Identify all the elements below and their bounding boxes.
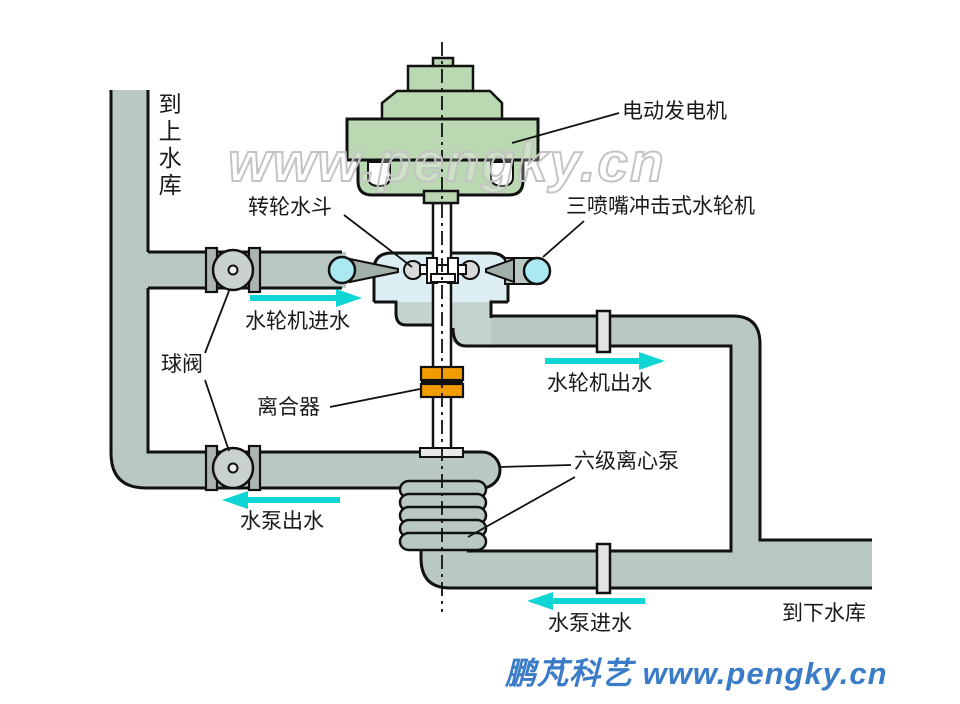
ball-valve-lower	[204, 444, 262, 492]
leader-pump-coils	[467, 476, 576, 538]
label-runner-bucket: 转轮水斗	[248, 196, 332, 219]
footer-brand-text: 鹏芃科艺 www.pengky.cn	[505, 656, 888, 691]
ball-valve-upper	[204, 246, 262, 294]
label-pump-outlet: 水泵出水	[240, 510, 324, 533]
watermark-text: www.pengky.cn	[227, 130, 666, 194]
label-turbine-outlet: 水轮机出水	[547, 372, 652, 395]
label-six-stage-pump: 六级离心泵	[574, 450, 679, 473]
pipe-end-left-icon	[327, 255, 357, 285]
flange-bottom-pipe	[595, 542, 612, 595]
leader-three-nozzle	[542, 220, 585, 258]
pipe-flange-couplings	[595, 309, 612, 595]
leader-ball-valve-upper	[204, 290, 230, 354]
label-motor-generator: 电动发电机	[622, 100, 727, 123]
label-clutch: 离合器	[257, 396, 320, 419]
leader-runner-bucket	[343, 214, 413, 268]
leader-clutch	[329, 388, 421, 408]
flow-arrow-turbine-outlet	[545, 352, 665, 370]
label-ball-valve: 球阀	[161, 353, 203, 376]
flow-arrow-turbine-inlet	[250, 289, 362, 307]
leader-lines	[204, 112, 620, 538]
flow-arrow-pump-inlet	[527, 592, 645, 610]
pipe-end-right-icon	[522, 256, 552, 286]
runner-buckets	[403, 257, 480, 284]
flange-outlet-pipe	[595, 309, 612, 354]
leader-pump-top	[499, 464, 572, 468]
leader-ball-valve-lower	[204, 379, 230, 452]
motor-shaft-flange	[422, 189, 460, 205]
left-penstock-pipe	[109, 90, 502, 490]
label-to-lower-reservoir: 到下水库	[782, 602, 866, 625]
label-to-upper-reservoir: 到上水库	[155, 92, 182, 200]
leader-motor-generator	[511, 112, 620, 144]
label-pump-inlet: 水泵进水	[548, 612, 632, 635]
flow-arrow-pump-outlet	[222, 491, 340, 509]
label-turbine-inlet: 水轮机进水	[245, 310, 350, 333]
label-three-nozzle-turbine: 三喷嘴冲击式水轮机	[566, 195, 755, 218]
nozzle-right-icon	[485, 257, 515, 284]
centrifugal-pump-coils	[398, 479, 488, 552]
